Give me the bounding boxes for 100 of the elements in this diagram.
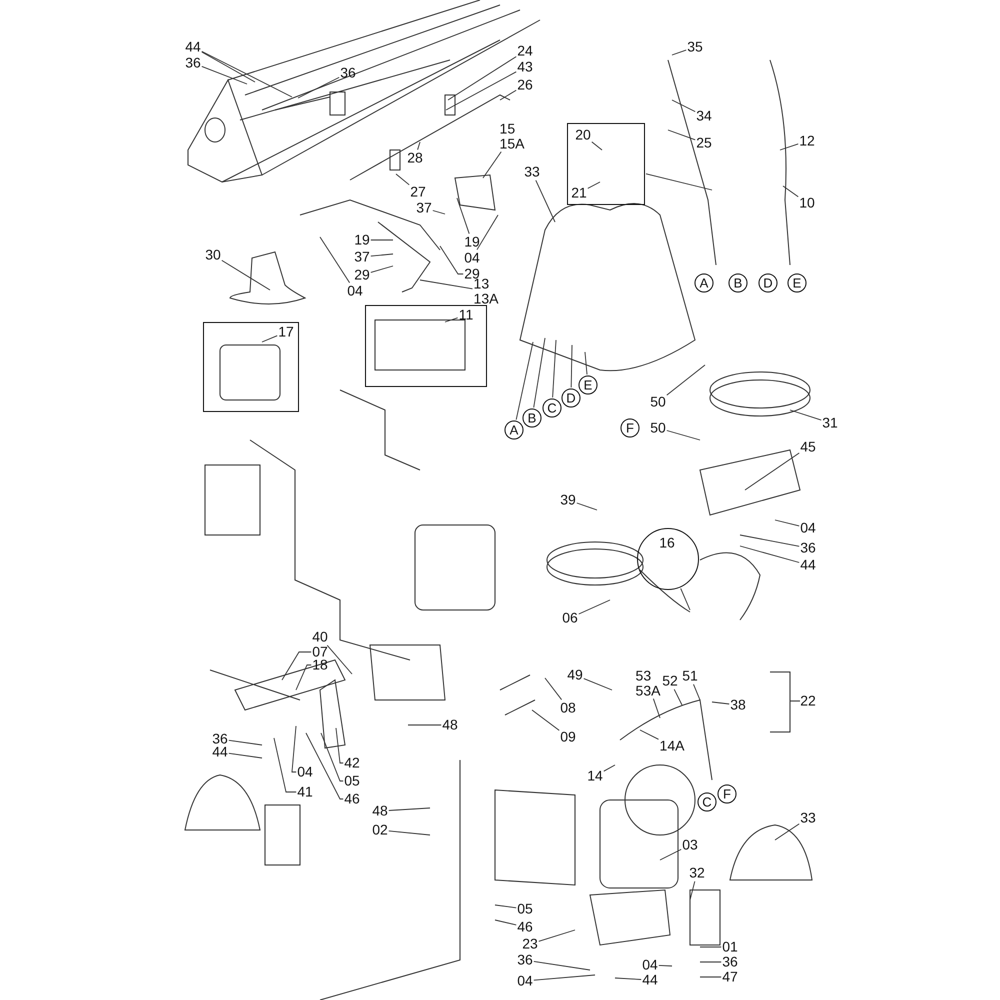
leader-line xyxy=(292,726,297,772)
leader-line xyxy=(660,848,682,860)
callout-number: 36 xyxy=(185,56,201,70)
leader-line xyxy=(221,260,270,290)
callout-number: 27 xyxy=(410,184,426,200)
callout-number: 14 xyxy=(587,768,603,784)
callout-number: 32 xyxy=(689,866,705,880)
leader-line xyxy=(693,684,700,700)
leader-line xyxy=(420,280,473,290)
leader-line xyxy=(538,930,576,942)
callout-number: 53 53A xyxy=(636,668,660,698)
leader-line xyxy=(306,732,344,800)
callout-number: 47 xyxy=(722,970,738,984)
leader-line xyxy=(494,904,517,908)
leader-line xyxy=(532,710,560,731)
leader-line xyxy=(201,66,248,84)
leader-line xyxy=(448,56,517,100)
callout-number: 17 xyxy=(278,324,294,340)
callout-number: 24 xyxy=(517,44,533,58)
leader-line xyxy=(417,142,420,150)
leader-line xyxy=(640,730,659,740)
leader-line xyxy=(674,688,682,706)
leader-line xyxy=(544,678,562,700)
leader-line xyxy=(320,732,344,782)
callout-number: 11 xyxy=(458,308,474,322)
leader-line xyxy=(320,236,350,284)
callout-number: 39 xyxy=(560,492,576,508)
detail-circle xyxy=(637,528,699,590)
leader-line xyxy=(774,520,800,526)
callout-number: 08 xyxy=(560,700,576,716)
callout-number: 44 xyxy=(185,40,201,54)
leader-line xyxy=(296,664,312,690)
leader-line xyxy=(614,978,642,980)
leader-line xyxy=(228,752,262,758)
leader-line xyxy=(570,344,572,388)
leader-line xyxy=(388,830,430,836)
leader-line xyxy=(282,652,312,680)
leader-line xyxy=(432,210,446,214)
leader-line xyxy=(668,130,696,140)
leader-line xyxy=(690,880,696,900)
leader-line xyxy=(500,90,517,100)
callout-number: 38 xyxy=(730,698,746,712)
leader-line xyxy=(336,728,344,764)
callout-number: 41 xyxy=(297,784,313,800)
leader-line xyxy=(298,76,340,98)
leader-line xyxy=(712,702,730,704)
leader-line xyxy=(440,246,464,274)
leader-line xyxy=(658,964,672,966)
leader-line xyxy=(587,182,600,189)
callout-number: 51 xyxy=(682,668,698,684)
letter-circle: D xyxy=(562,388,580,408)
callout-number: 06 xyxy=(562,610,578,626)
leader-line xyxy=(646,173,712,190)
callout-number: 09 xyxy=(560,730,576,744)
callout-number: 04 xyxy=(464,250,480,266)
letter-circle: A xyxy=(694,274,714,292)
callout-number: 19 xyxy=(354,232,370,248)
leader-line xyxy=(700,976,722,978)
callout-number: 36 xyxy=(722,954,738,970)
leader-line xyxy=(388,808,430,811)
callout-number: 25 xyxy=(696,136,712,150)
leader-line xyxy=(201,50,292,98)
leader-line xyxy=(790,410,822,421)
callout-number: 01 xyxy=(722,940,738,954)
callout-number: 37 xyxy=(354,250,370,264)
inset-frame xyxy=(365,305,487,387)
callout-number: 36 xyxy=(212,732,228,746)
leader-line xyxy=(274,738,297,792)
letter-circle: C xyxy=(542,398,562,418)
callout-number: 19 xyxy=(464,234,480,250)
callout-number: 43 xyxy=(517,60,533,74)
callout-number: 49 xyxy=(567,668,583,682)
callout-number: 31 xyxy=(822,416,838,430)
callout-number: 23 xyxy=(522,936,538,952)
callout-number: 05 xyxy=(344,774,360,788)
callout-number: 35 xyxy=(687,40,703,54)
callout-number: 44 xyxy=(642,972,658,988)
leader-line xyxy=(740,546,800,563)
leader-line xyxy=(583,678,612,690)
callout-number: 16 xyxy=(659,536,675,550)
callout-number: 50 xyxy=(650,420,666,436)
callout-number: 46 xyxy=(517,920,533,934)
letter-circle: C xyxy=(698,792,716,812)
callout-number: 02 xyxy=(372,822,388,838)
leader-line xyxy=(782,186,799,198)
callout-number: 04 xyxy=(297,764,313,780)
leader-line xyxy=(476,214,498,250)
leader-line xyxy=(552,340,556,398)
callout-number: 04 xyxy=(347,284,363,298)
letter-circle: F xyxy=(718,784,736,804)
leader-line xyxy=(228,740,262,746)
leader-line xyxy=(535,180,556,222)
callout-number: 45 xyxy=(800,440,816,454)
leader-line xyxy=(201,52,256,82)
callout-number: 07 xyxy=(312,644,328,660)
callout-number: 46 xyxy=(344,792,360,806)
callout-number: 29 xyxy=(354,268,370,282)
leader-line xyxy=(578,600,610,614)
leader-line xyxy=(700,946,722,948)
leader-line xyxy=(666,364,706,396)
